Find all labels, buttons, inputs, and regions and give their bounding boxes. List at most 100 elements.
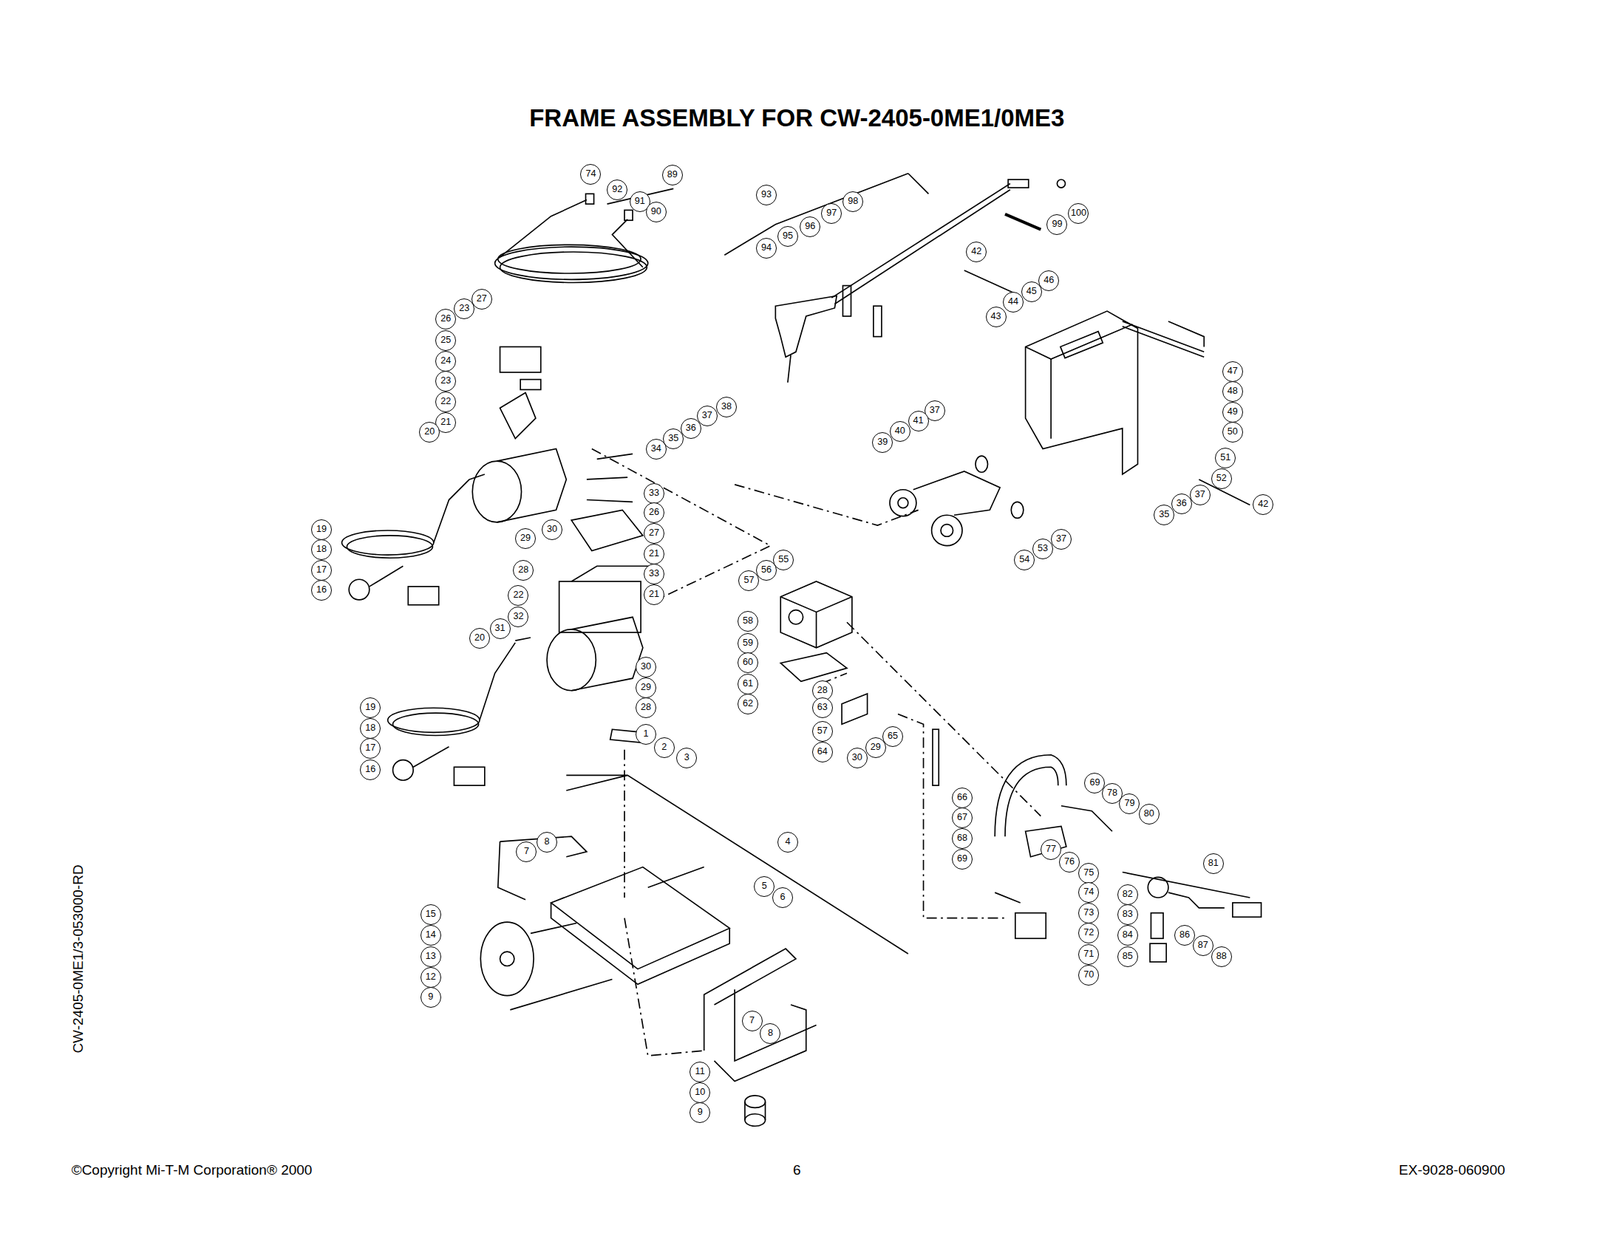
drawing-number: CW-2405-0ME1/3-053000-RD (70, 864, 87, 1054)
callout-number: 98 (842, 191, 864, 213)
callout-number: 16 (359, 759, 381, 781)
callout-number: 49 (1222, 402, 1244, 423)
callout-number: 57 (812, 721, 833, 742)
hose (495, 188, 674, 283)
callout-number: 75 (1078, 863, 1099, 884)
callout-number: 31 (489, 618, 511, 640)
callout-number: 41 (908, 410, 929, 432)
callout-number: 95 (777, 226, 799, 247)
callout-number: 37 (1050, 529, 1072, 550)
callout-number: 7 (741, 1010, 763, 1032)
callout-number: 70 (1078, 965, 1099, 986)
callout-number: 23 (435, 370, 456, 392)
copyright-note: ©Copyright Mi-T-M Corporation® 2000 (71, 1162, 313, 1179)
callout-number: 22 (435, 391, 456, 413)
callout-number: 92 (606, 179, 628, 201)
callout-number: 79 (1118, 793, 1140, 815)
callout-number: 42 (1252, 494, 1274, 516)
callout-number: 83 (1117, 904, 1139, 926)
callout-number: 7 (515, 841, 537, 863)
callout-number: 46 (1038, 270, 1060, 292)
callout-number: 52 (1211, 468, 1232, 490)
callout-number: 48 (1222, 381, 1244, 403)
callout-number: 81 (1203, 853, 1224, 875)
callout-number: 11 (689, 1061, 711, 1083)
callout-number: 16 (311, 580, 332, 601)
callout-number: 38 (716, 396, 737, 418)
callout-number: 97 (821, 203, 842, 224)
callout-number: 74 (1078, 882, 1099, 904)
power-cord (342, 479, 516, 786)
callout-number: 66 (951, 787, 973, 809)
callout-number: 47 (1222, 361, 1244, 383)
callout-number: 93 (756, 184, 777, 206)
callout-number: 34 (645, 438, 667, 460)
page-number: 6 (792, 1162, 802, 1179)
callout-number: 82 (1117, 884, 1139, 906)
callout-number: 9 (420, 987, 442, 1009)
callout-number: 80 (1138, 804, 1160, 825)
callout-number: 25 (435, 330, 456, 352)
callout-number: 76 (1059, 852, 1080, 873)
callout-number: 8 (759, 1023, 781, 1045)
spray-gun (724, 173, 1065, 383)
callout-number: 68 (951, 828, 973, 850)
callout-number: 43 (985, 306, 1007, 328)
callout-number: 12 (420, 967, 442, 989)
callout-number: 17 (359, 738, 381, 759)
callout-number: 50 (1222, 421, 1244, 443)
callout-number: 27 (643, 523, 665, 544)
callout-number: 33 (643, 563, 665, 585)
callout-number: 26 (435, 308, 456, 330)
callout-number: 72 (1078, 923, 1099, 944)
callout-number: 22 (507, 585, 529, 607)
callout-number: 20 (469, 628, 490, 649)
callout-number: 15 (420, 904, 442, 926)
callout-number: 54 (1013, 549, 1035, 571)
callout-number: 33 (643, 483, 665, 505)
callout-number: 63 (812, 697, 833, 719)
callout-number: 6 (772, 887, 793, 909)
callout-number: 73 (1078, 903, 1099, 924)
callout-number: 64 (812, 741, 833, 763)
document-code: EX-9028-060900 (1398, 1162, 1506, 1179)
callout-number: 26 (643, 502, 665, 524)
callout-number: 30 (541, 519, 563, 541)
callout-number: 62 (737, 693, 759, 715)
callout-number: 71 (1078, 944, 1099, 966)
callout-number: 18 (359, 718, 381, 740)
callout-number: 21 (643, 584, 665, 606)
callout-number: 96 (799, 216, 821, 238)
callout-number: 58 (737, 611, 759, 632)
callout-number: 1 (635, 724, 657, 745)
callout-number: 23 (453, 298, 475, 320)
callout-number: 28 (512, 560, 534, 581)
callout-number: 14 (420, 925, 442, 946)
callout-number: 29 (515, 528, 536, 550)
callout-number: 30 (846, 747, 868, 769)
callout-number: 57 (738, 570, 759, 592)
callout-number: 24 (435, 351, 456, 372)
callout-number: 42 (965, 241, 987, 263)
callout-number: 60 (737, 652, 759, 674)
callout-number: 32 (507, 606, 529, 628)
callout-number: 40 (889, 421, 911, 442)
callout-number: 59 (737, 633, 759, 655)
callout-number: 8 (536, 832, 558, 853)
callout-number: 20 (419, 421, 440, 443)
callout-number: 44 (1002, 291, 1024, 313)
motor (469, 346, 643, 551)
callout-number: 100 (1067, 203, 1089, 224)
callout-number: 19 (359, 697, 381, 719)
belt-guard (964, 270, 1251, 506)
callout-number: 74 (580, 164, 601, 185)
diagram-title: FRAME ASSEMBLY FOR CW-2405-0ME1/0ME3 (529, 104, 1065, 133)
motor (515, 566, 653, 691)
callout-number: 88 (1211, 946, 1232, 968)
callout-number: 36 (1171, 493, 1193, 515)
callout-number: 67 (951, 807, 973, 829)
callout-number: 18 (311, 539, 332, 561)
callout-number: 69 (951, 849, 973, 870)
callout-number: 29 (635, 677, 657, 699)
